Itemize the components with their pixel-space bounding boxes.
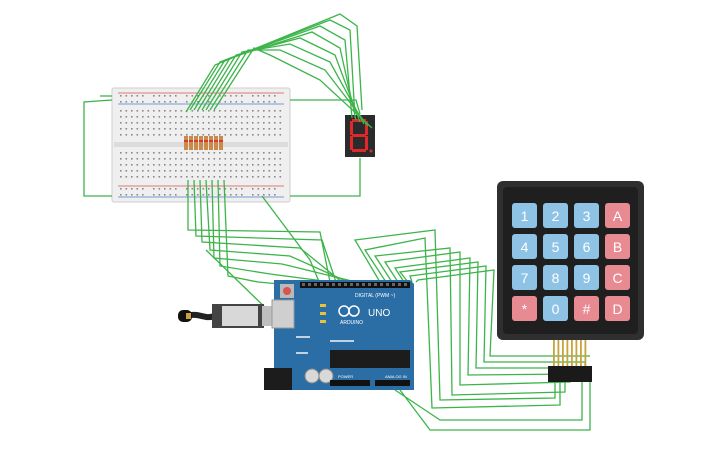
keypad-key-1[interactable]: 1 — [512, 203, 537, 228]
digital-label: DIGITAL (PWM ~) — [355, 293, 395, 299]
keypad-key-label: 7 — [521, 270, 529, 286]
keypad-key-A[interactable]: A — [605, 203, 630, 228]
resistor[interactable] — [214, 136, 218, 150]
arduino-logo: ARDUINO UNO — [338, 305, 390, 326]
keypad-key-star[interactable]: * — [512, 296, 537, 321]
keypad-key-label: * — [522, 301, 528, 317]
digital-pin[interactable] — [308, 283, 311, 286]
keypad-key-7[interactable]: 7 — [512, 265, 537, 290]
keypad-connector[interactable] — [548, 366, 592, 382]
brand-label: ARDUINO — [340, 320, 363, 326]
board-markings — [296, 336, 354, 354]
keypad-key-label: D — [612, 301, 622, 317]
keypad-key-3[interactable]: 3 — [574, 203, 599, 228]
digital-pin[interactable] — [386, 283, 389, 286]
digital-pin[interactable] — [332, 283, 335, 286]
keypad-key-label: 5 — [552, 239, 560, 255]
digital-pin[interactable] — [326, 283, 329, 286]
keypad-key-4[interactable]: 4 — [512, 234, 537, 259]
ribbon-wire — [571, 340, 573, 366]
analog-label: ANALOG IN — [385, 374, 407, 379]
resistor-band — [184, 140, 188, 142]
keypad-key-8[interactable]: 8 — [543, 265, 568, 290]
uno-label: UNO — [368, 308, 390, 319]
digital-pin[interactable] — [392, 283, 395, 286]
digital-header-pins[interactable] — [302, 283, 407, 286]
keypad-key-label: 4 — [521, 239, 529, 255]
keypad-key-label: 2 — [552, 208, 560, 224]
digital-pin[interactable] — [350, 283, 353, 286]
resistor-band — [194, 140, 198, 142]
keypad-key-label: A — [613, 208, 623, 224]
keypad-key-label: 1 — [521, 208, 529, 224]
arduino-uno-board[interactable]: DIGITAL (PWM ~) ARDUINO UNO POWER ANALOG… — [264, 280, 414, 390]
keypad-key-D[interactable]: D — [605, 296, 630, 321]
keypad-ribbon — [553, 340, 587, 366]
keypad-key-label: 3 — [583, 208, 591, 224]
resistor[interactable] — [189, 136, 193, 150]
digital-pin[interactable] — [356, 283, 359, 286]
keypad-key-9[interactable]: 9 — [574, 265, 599, 290]
resistor[interactable] — [194, 136, 198, 150]
digital-pin[interactable] — [320, 283, 323, 286]
resistor[interactable] — [184, 136, 188, 150]
resistor[interactable] — [199, 136, 203, 150]
ribbon-wire — [557, 340, 560, 366]
ribbon-wire — [553, 340, 555, 366]
digital-pin[interactable] — [404, 283, 407, 286]
resistor-band — [219, 140, 223, 142]
keypad-key-label: 8 — [552, 270, 560, 286]
ribbon-wire — [580, 340, 582, 366]
keypad-4x4[interactable]: 1 2 3 A 4 5 6 B 7 8 9 C * 0 # D — [497, 181, 644, 382]
keypad-key-label: 6 — [583, 239, 591, 255]
digital-pin[interactable] — [380, 283, 383, 286]
resistor[interactable] — [204, 136, 208, 150]
resistor-band — [214, 140, 218, 142]
breadboard-holes — [120, 95, 282, 196]
resistor[interactable] — [209, 136, 213, 150]
keypad-key-2[interactable]: 2 — [543, 203, 568, 228]
keypad-key-C[interactable]: C — [605, 265, 630, 290]
resistor-band — [209, 140, 213, 142]
keypad-key-label: B — [613, 239, 622, 255]
digital-pin[interactable] — [338, 283, 341, 286]
keypad-key-5[interactable]: 5 — [543, 234, 568, 259]
keypad-key-label: C — [612, 270, 622, 286]
keypad-key-label: 9 — [583, 270, 591, 286]
resistor-band — [189, 140, 193, 142]
power-label: POWER — [338, 374, 353, 379]
resistor-array[interactable] — [184, 136, 223, 150]
digital-pin[interactable] — [398, 283, 401, 286]
ribbon-wire — [584, 340, 587, 366]
resistor[interactable] — [219, 136, 223, 150]
digital-pin[interactable] — [362, 283, 365, 286]
digital-pin[interactable] — [344, 283, 347, 286]
ribbon-wire — [566, 340, 569, 366]
digital-pin[interactable] — [368, 283, 371, 286]
keypad-key-B[interactable]: B — [605, 234, 630, 259]
keypad-key-hash[interactable]: # — [574, 296, 599, 321]
ribbon-wire — [575, 340, 578, 366]
ribbon-wire — [562, 340, 564, 366]
digital-pin[interactable] — [314, 283, 317, 286]
usb-cable[interactable] — [178, 304, 280, 328]
digital-pin[interactable] — [302, 283, 305, 286]
resistor-band — [204, 140, 208, 142]
keypad-key-6[interactable]: 6 — [574, 234, 599, 259]
keypad-key-0[interactable]: 0 — [543, 296, 568, 321]
resistor-band — [199, 140, 203, 142]
digital-pin[interactable] — [374, 283, 377, 286]
keypad-key-label: # — [583, 301, 591, 317]
keypad-key-label: 0 — [552, 301, 560, 317]
